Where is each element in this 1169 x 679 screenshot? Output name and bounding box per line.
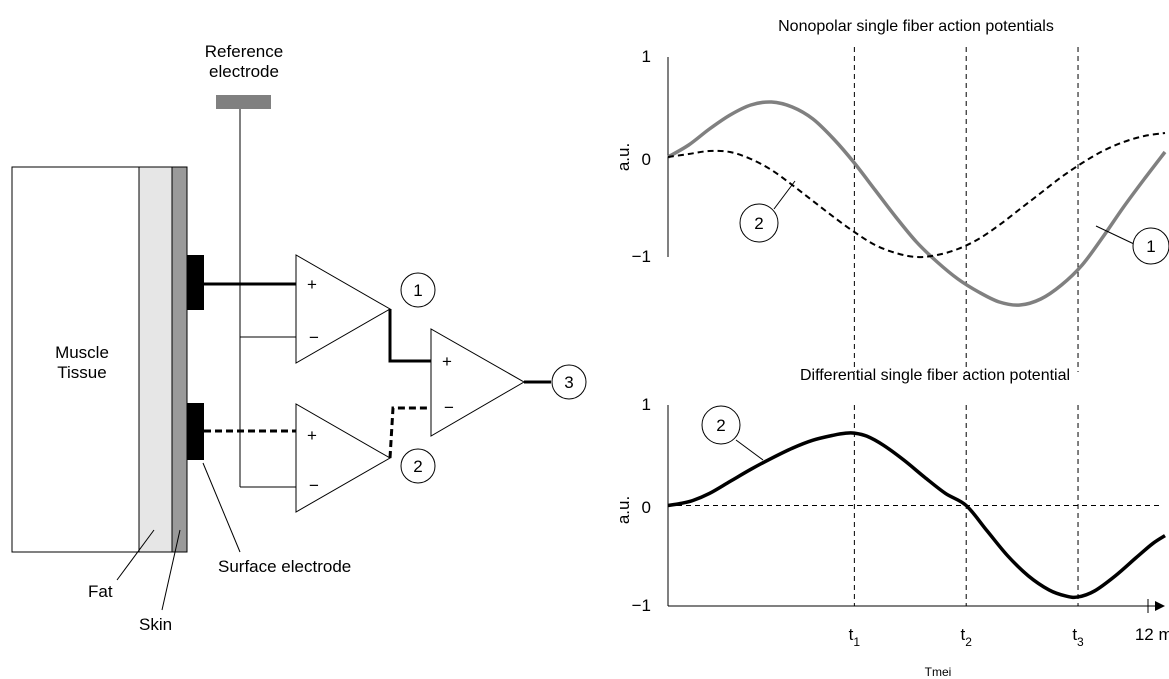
chart1-callout2 [739,203,779,243]
surface-electrode-2 [187,403,204,460]
chart2-xtick-sub-3: 3 [1077,635,1084,649]
amp3-plus: + [442,352,452,371]
amp1-to-amp3-wire [388,309,431,363]
chart2-callout2 [701,405,741,445]
chart1-ytick-1: 1 [642,47,651,66]
chart-differential: Differential single fiber action potenti… [614,367,1169,679]
reference-label-line2: electrode [209,62,279,81]
output-marker-1-text: 1 [413,281,422,300]
chart2-ylabel: a.u. [614,496,633,524]
chart2-xtick-label-3: t3 [1072,625,1084,649]
chart1-callout1 [1132,227,1169,265]
amp2-to-amp3-wire [388,406,431,459]
chart1-callout2-text: 2 [754,214,763,233]
chart2-xtick-label-4: 12 ms [1135,625,1169,644]
chart1-series-1-line [667,100,1167,307]
surface-electrode-leader [202,462,241,553]
chart2-ytick-minus1: −1 [632,596,651,615]
chart2-callout-leader [735,439,764,461]
surface-electrode-1 [187,255,204,310]
chart2-xaxis-arrow [1155,601,1165,611]
output-marker-2-text: 2 [413,457,422,476]
amp2-minus: − [309,476,319,495]
chart2-series-2-line [667,431,1166,600]
amplifier-1 [295,254,392,364]
chart2-series [667,431,1166,600]
chart1-callout1-leader [1095,225,1135,245]
reference-label-line1: Reference [205,42,283,61]
chart2-title: Differential single fiber action potenti… [800,367,1070,384]
chart2-xlabel: Tmei [925,665,952,679]
surface-electrode-label: Surface electrode [218,557,351,576]
chart1-ytick-minus1: −1 [632,247,651,266]
chart2-callout2-text: 2 [716,416,725,435]
output-marker-3-text: 3 [564,373,573,392]
fat-layer [138,166,173,553]
chart1-callout2-leader [773,180,796,210]
amp1-plus: + [307,275,317,294]
chart-monopolar: Nonopolar single fiber action potentials… [614,18,1169,372]
muscle-tissue-block [11,166,140,553]
amplifier-2 [295,403,392,513]
amp2-plus: + [307,426,317,445]
muscle-label-line1: Muscle [55,343,109,362]
chart1-series [667,100,1167,307]
chart1-ytick-0: 0 [642,150,651,169]
chart1-ylabel: a.u. [614,143,633,171]
output-marker-3 [551,364,587,400]
muscle-label-line2: Tissue [57,363,106,382]
skin-layer [171,166,188,553]
chart2-ytick-0: 0 [642,498,651,517]
output-marker-2 [400,448,436,484]
chart2-xtick-sub-1: 1 [853,635,860,649]
chart2-xtick-labels: t1 t2 t3 12 ms [849,625,1169,649]
output-marker-1 [400,272,436,308]
chart1-series-2-line [667,132,1166,259]
amp1-minus: − [309,328,319,347]
chart1-title: Nonopolar single fiber action potentials [778,18,1054,35]
reference-electrode [216,95,271,109]
chart2-xtick-label-2: t2 [960,625,972,649]
chart2-vlines [668,405,1160,606]
electrode-diagram: Muscle Tissue Reference electrode + − + … [11,42,587,634]
skin-label: Skin [139,615,172,634]
chart2-xtick-label-1: t1 [849,625,861,649]
amplifier-3 [430,328,526,437]
skin-leader [161,529,181,611]
chart2-ytick-1: 1 [642,395,651,414]
chart2-xtick-sub-2: 2 [965,635,972,649]
fat-label: Fat [88,582,113,601]
fat-leader [116,529,155,581]
amp3-minus: − [444,398,454,417]
chart1-vlines [853,47,1079,372]
chart1-callout1-text: 1 [1146,237,1155,256]
